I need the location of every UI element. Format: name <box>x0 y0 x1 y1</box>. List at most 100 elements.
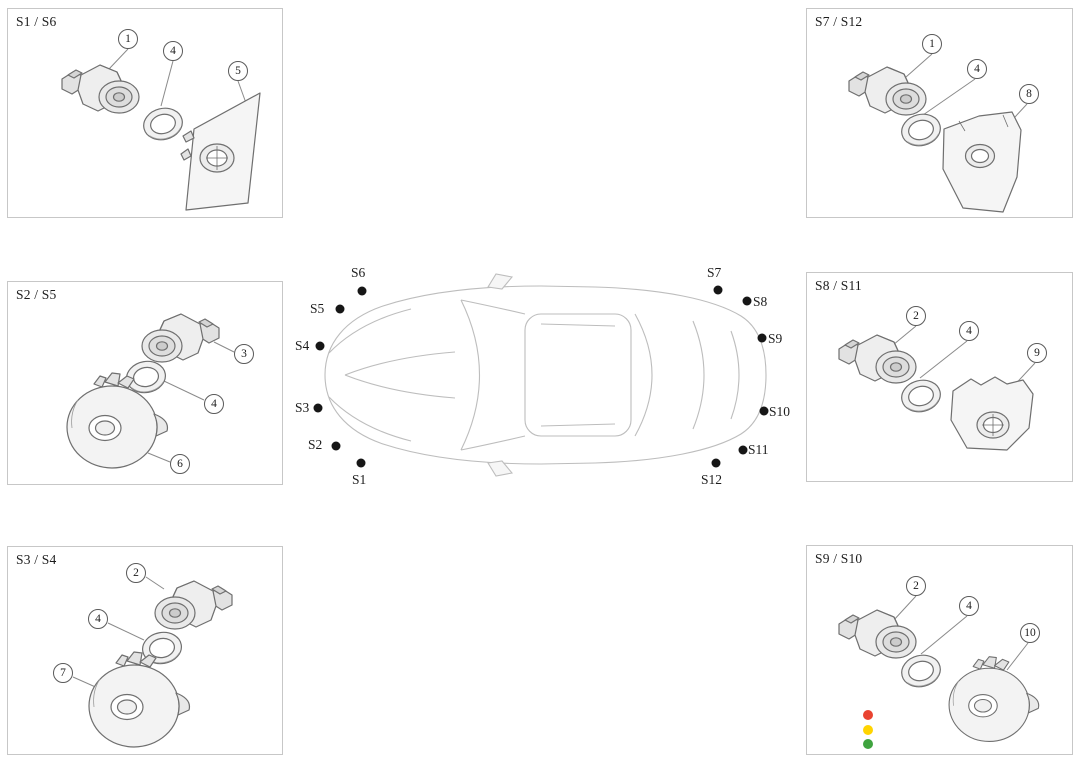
car-top-view: S1 S2 S3 S4 S5 S6 S7 S8 S9 S10 S11 S12 <box>295 258 790 493</box>
sensor-illustration <box>838 609 917 659</box>
sensor-dot-s4[interactable] <box>315 341 325 351</box>
callout-part-6[interactable]: 6 <box>170 454 190 474</box>
sensor-dot-s10[interactable] <box>759 406 769 416</box>
leader-lines <box>108 48 247 107</box>
sensor-dot-s3[interactable] <box>313 403 323 413</box>
position-label-s5: S5 <box>310 301 325 316</box>
callout-part-9[interactable]: 9 <box>1027 343 1047 363</box>
leader-lines <box>147 341 235 463</box>
seal-ring-illustration <box>139 103 187 145</box>
parts-illustration <box>838 325 1036 451</box>
position-label-s7: S7 <box>707 265 722 280</box>
panel-label: S7 / S12 <box>815 14 863 29</box>
callout-number: 4 <box>95 613 101 625</box>
callout-part-2[interactable]: 2 <box>906 306 926 326</box>
sensor-dot-s5[interactable] <box>335 304 345 314</box>
panel-s7-s12: S7 / S12 1 4 8 <box>806 8 1073 218</box>
parts-illustration <box>66 313 235 469</box>
callout-number: 10 <box>1024 627 1036 639</box>
callout-part-3[interactable]: 3 <box>234 344 254 364</box>
bracket-plate-illustration <box>180 92 261 211</box>
parts-illustration <box>72 576 233 748</box>
sensor-dot-s1[interactable] <box>356 458 366 468</box>
callout-part-4[interactable]: 4 <box>967 59 987 79</box>
callout-number: 4 <box>966 325 972 337</box>
callout-number: 2 <box>913 310 919 322</box>
status-dot-yellow <box>863 725 873 735</box>
callout-number: 4 <box>974 63 980 75</box>
callout-part-4[interactable]: 4 <box>88 609 108 629</box>
callout-number: 4 <box>211 398 217 410</box>
panel-s9-s10: S9 / S10 2 4 10 <box>806 545 1073 755</box>
parts-illustration <box>848 53 1028 213</box>
position-label-s11: S11 <box>748 442 769 457</box>
car-body <box>324 273 767 477</box>
sensor-dot-s9[interactable] <box>757 333 767 343</box>
position-label-s2: S2 <box>308 437 323 452</box>
callout-number: 1 <box>125 33 131 45</box>
callout-part-4[interactable]: 4 <box>959 321 979 341</box>
panel-label: S9 / S10 <box>815 551 863 566</box>
panel-s2-s5: S2 / S5 3 4 6 <box>7 281 283 485</box>
position-label-s3: S3 <box>295 400 310 415</box>
panel-label: S1 / S6 <box>16 14 57 29</box>
position-label-s8: S8 <box>753 294 768 309</box>
callout-part-7[interactable]: 7 <box>53 663 73 683</box>
panel-label: S3 / S4 <box>16 552 57 567</box>
sensor-position-dots <box>313 285 769 468</box>
round-bracket-illustration <box>88 651 191 748</box>
position-label-s1: S1 <box>352 472 367 487</box>
callout-part-2[interactable]: 2 <box>126 563 146 583</box>
callout-number: 1 <box>929 38 935 50</box>
sensor-dot-s11[interactable] <box>738 445 748 455</box>
seal-ring-illustration <box>897 109 945 151</box>
sensor-dot-s8[interactable] <box>742 296 752 306</box>
callout-number: 5 <box>235 65 241 77</box>
panel-label: S8 / S11 <box>815 278 862 293</box>
seal-ring-illustration <box>897 650 945 692</box>
callout-number: 8 <box>1026 88 1032 100</box>
callout-number: 6 <box>177 458 183 470</box>
leader-lines <box>892 595 1029 671</box>
panel-s8-s11: S8 / S11 2 4 9 <box>806 272 1073 482</box>
callout-number: 9 <box>1034 347 1040 359</box>
callout-part-5[interactable]: 5 <box>228 61 248 81</box>
callout-part-10[interactable]: 10 <box>1020 623 1040 643</box>
position-label-s12: S12 <box>701 472 723 487</box>
panel-s1-s6: S1 / S6 1 4 5 <box>7 8 283 218</box>
status-dot-red <box>863 710 873 720</box>
callout-part-1[interactable]: 1 <box>118 29 138 49</box>
callout-number: 4 <box>170 45 176 57</box>
traffic-light-logo <box>863 710 873 749</box>
parts-illustration <box>838 595 1040 749</box>
callout-number: 7 <box>60 667 66 679</box>
sensor-dot-s12[interactable] <box>711 458 721 468</box>
position-label-s10: S10 <box>769 404 791 419</box>
callout-part-1[interactable]: 1 <box>922 34 942 54</box>
callout-number: 2 <box>133 567 139 579</box>
position-label-s4: S4 <box>295 338 310 353</box>
parts-illustration <box>61 48 261 211</box>
sensor-dot-s2[interactable] <box>331 441 341 451</box>
callout-part-2[interactable]: 2 <box>906 576 926 596</box>
callout-part-4[interactable]: 4 <box>959 596 979 616</box>
callout-part-4[interactable]: 4 <box>163 41 183 61</box>
panel-label: S2 / S5 <box>16 287 57 302</box>
sensor-illustration <box>61 64 140 114</box>
callout-part-8[interactable]: 8 <box>1019 84 1039 104</box>
bracket-plate-illustration <box>950 376 1034 451</box>
position-label-s9: S9 <box>768 331 783 346</box>
seal-ring-illustration <box>897 375 945 417</box>
sensor-dot-s7[interactable] <box>713 285 723 295</box>
callout-number: 4 <box>966 600 972 612</box>
position-label-s6: S6 <box>351 265 366 280</box>
callout-number: 3 <box>241 348 247 360</box>
callout-part-4[interactable]: 4 <box>204 394 224 414</box>
car-outline-illustration <box>313 273 769 477</box>
callout-number: 2 <box>913 580 919 592</box>
sensor-illustration <box>154 580 233 630</box>
sensor-dot-s6[interactable] <box>357 286 367 296</box>
sensor-illustration <box>848 66 927 116</box>
sensor-illustration <box>141 313 220 363</box>
